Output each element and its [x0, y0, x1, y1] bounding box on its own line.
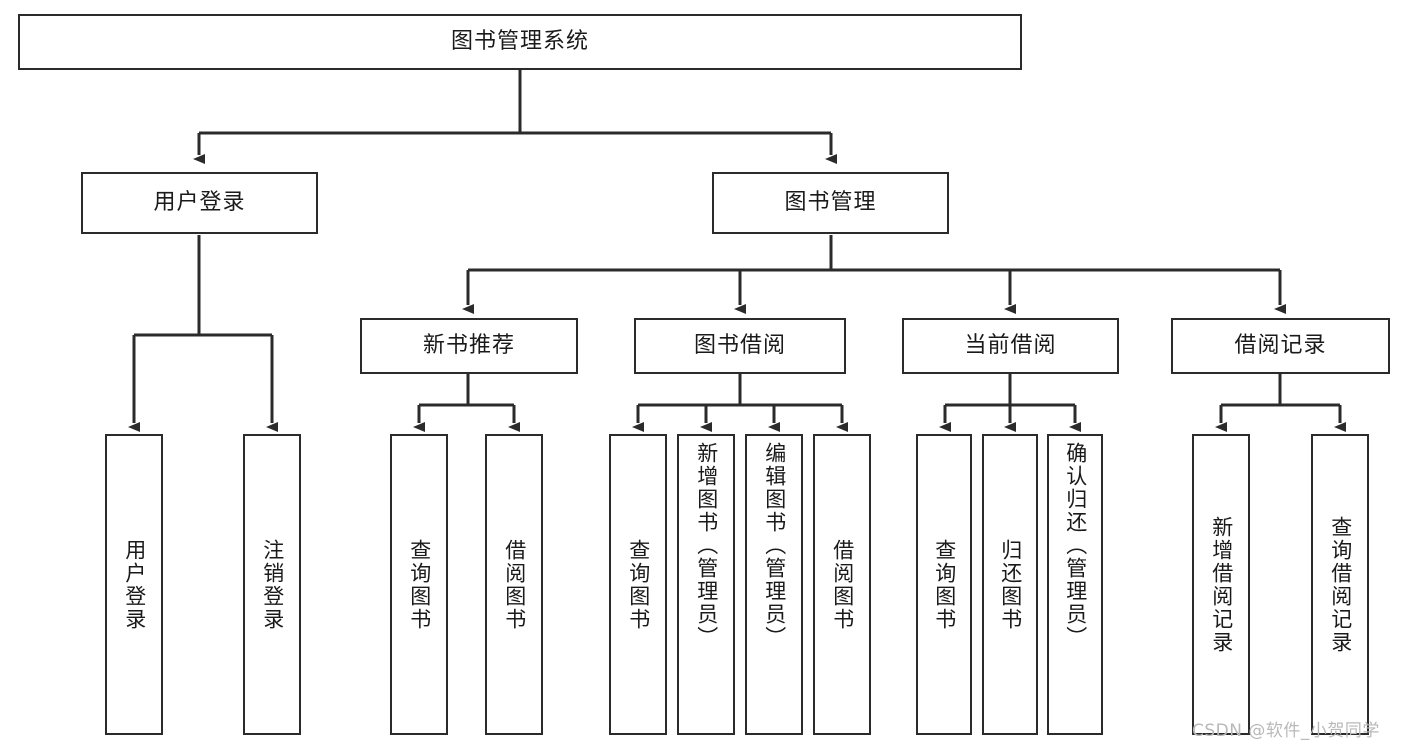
leaf-edit-book[interactable]: 编辑图书（管理员） — [745, 434, 803, 735]
leaf-logout-login[interactable]: 注销登录 — [243, 434, 301, 735]
node-book-manage-label: 图书管理 — [784, 189, 877, 215]
leaf-query-book-2[interactable]: 查询图书 — [609, 434, 667, 735]
leaf-confirm-return[interactable]: 确认归还（管理员） — [1047, 434, 1103, 735]
node-book-borrow-label: 图书借阅 — [693, 332, 786, 358]
leaf-borrow-book-2-label: 借阅图书 — [830, 538, 855, 631]
node-borrow-record-label: 借阅记录 — [1234, 332, 1327, 358]
node-borrow-record[interactable]: 借阅记录 — [1171, 318, 1390, 374]
leaf-query-book-1[interactable]: 查询图书 — [390, 434, 448, 735]
leaf-query-book-3-label: 查询图书 — [932, 538, 957, 631]
leaf-logout-login-label: 注销登录 — [260, 538, 285, 631]
leaf-add-book[interactable]: 新增图书（管理员） — [677, 434, 735, 735]
leaf-query-book-1-label: 查询图书 — [407, 538, 432, 631]
leaf-edit-book-label: 编辑图书（管理员） — [762, 442, 787, 649]
leaf-borrow-book-1[interactable]: 借阅图书 — [485, 434, 543, 735]
node-new-book-recommend[interactable]: 新书推荐 — [360, 318, 578, 374]
leaf-user-login-label: 用户登录 — [122, 538, 147, 631]
node-book-manage[interactable]: 图书管理 — [712, 172, 949, 234]
node-current-borrow[interactable]: 当前借阅 — [902, 318, 1119, 374]
leaf-confirm-return-label: 确认归还（管理员） — [1063, 442, 1088, 649]
leaf-return-book[interactable]: 归还图书 — [982, 434, 1038, 735]
csdn-watermark: CSDN @软件_小贺同学 — [1192, 721, 1380, 741]
leaf-query-book-2-label: 查询图书 — [626, 538, 651, 631]
node-root-label: 图书管理系统 — [450, 28, 589, 54]
leaf-add-record-label: 新增借阅记录 — [1209, 515, 1234, 654]
leaf-query-record-label: 查询借阅记录 — [1328, 515, 1353, 654]
leaf-query-record[interactable]: 查询借阅记录 — [1311, 434, 1369, 735]
leaf-user-login[interactable]: 用户登录 — [105, 434, 163, 735]
leaf-add-book-label: 新增图书（管理员） — [694, 442, 719, 649]
node-root[interactable]: 图书管理系统 — [18, 14, 1022, 70]
node-user-login[interactable]: 用户登录 — [81, 172, 318, 234]
leaf-borrow-book-2[interactable]: 借阅图书 — [813, 434, 871, 735]
node-user-login-label: 用户登录 — [153, 189, 246, 215]
leaf-query-book-3[interactable]: 查询图书 — [916, 434, 972, 735]
node-current-borrow-label: 当前借阅 — [964, 332, 1057, 358]
leaf-add-record[interactable]: 新增借阅记录 — [1192, 434, 1250, 735]
leaf-return-book-label: 归还图书 — [998, 538, 1023, 631]
node-book-borrow[interactable]: 图书借阅 — [634, 318, 846, 374]
node-new-book-recommend-label: 新书推荐 — [422, 332, 515, 358]
leaf-borrow-book-1-label: 借阅图书 — [502, 538, 527, 631]
